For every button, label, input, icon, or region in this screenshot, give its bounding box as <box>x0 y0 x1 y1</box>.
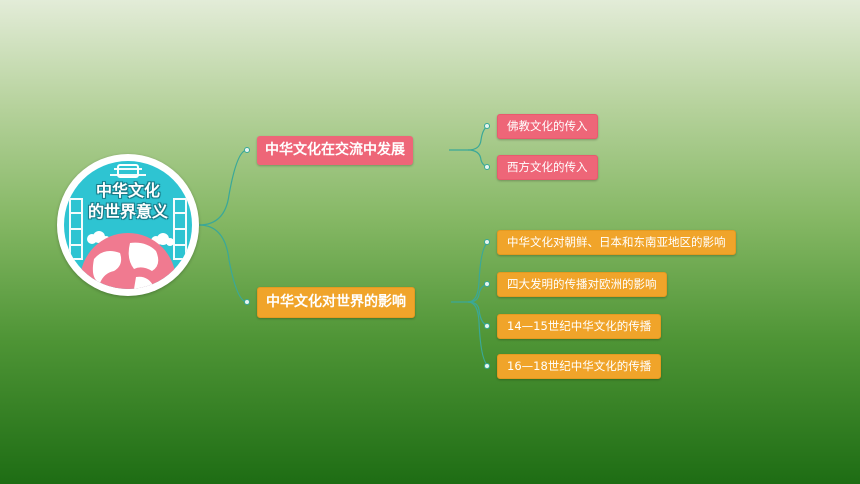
leaf-node-16-18-century[interactable]: 16—18世纪中华文化的传播 <box>497 354 662 379</box>
badge-ornament <box>69 164 187 289</box>
branch2-child1-dot <box>484 239 490 245</box>
leaf-node-western-culture[interactable]: 西方文化的传入 <box>497 155 598 180</box>
leaf-node-four-inventions[interactable]: 四大发明的传播对欧洲的影响 <box>497 272 667 297</box>
branch-node-exchange[interactable]: 中华文化在交流中发展 <box>257 136 413 165</box>
leaf-node-14-15-century[interactable]: 14—15世纪中华文化的传播 <box>497 314 662 339</box>
branch2-connector-dot <box>244 299 250 305</box>
connector-branch1-child1 <box>467 125 491 151</box>
center-title-line1: 中华文化 <box>95 181 160 200</box>
center-badge-inner: 中华文化 的世界意义 <box>64 161 192 289</box>
center-badge: 中华文化 的世界意义 <box>57 154 199 296</box>
connector-branch2-child1 <box>467 241 491 303</box>
branch2-child2-dot <box>484 281 490 287</box>
center-title-line2: 的世界意义 <box>87 202 168 221</box>
leaf-node-buddhism[interactable]: 佛教文化的传入 <box>497 114 598 139</box>
leaf-node-east-asia-influence[interactable]: 中华文化对朝鲜、日本和东南亚地区的影响 <box>497 230 736 255</box>
connector-center-bottom <box>198 224 248 303</box>
branch1-child2-dot <box>484 164 490 170</box>
branch-node-world-influence[interactable]: 中华文化对世界的影响 <box>257 287 415 318</box>
connector-center-top <box>198 149 248 226</box>
branch2-child3-dot <box>484 323 490 329</box>
branch2-child4-dot <box>484 363 490 369</box>
globe-icon <box>80 233 176 289</box>
seal-icon <box>117 164 139 178</box>
branch1-child1-dot <box>484 123 490 129</box>
branch1-connector-dot <box>244 147 250 153</box>
connector-branch2-child4 <box>467 301 491 367</box>
